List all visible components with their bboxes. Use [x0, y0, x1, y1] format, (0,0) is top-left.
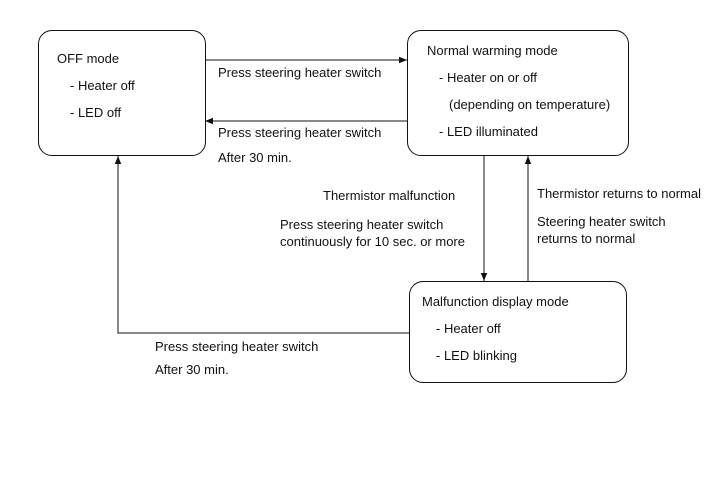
- label-normal-to-off-1: Press steering heater switch: [218, 125, 382, 140]
- label-malfunction-to-normal-1: Thermistor returns to normal: [537, 186, 701, 201]
- state-off-mode: OFF mode - Heater off - LED off: [38, 30, 206, 156]
- label-malfunction-to-normal-2: Steering heater switch: [537, 214, 666, 229]
- state-off-item: - LED off: [70, 105, 122, 120]
- label-off-to-normal: Press steering heater switch: [218, 65, 382, 80]
- label-normal-to-off-2: After 30 min.: [218, 150, 292, 165]
- state-malfunction-display-mode: Malfunction display mode - Heater off - …: [409, 281, 627, 383]
- state-malfunction-item: - Heater off: [436, 321, 501, 336]
- label-normal-to-malfunction-1: Thermistor malfunction: [323, 188, 456, 203]
- state-normal-item: (depending on temperature): [449, 97, 611, 112]
- label-malfunction-to-normal-3: returns to normal: [537, 231, 636, 246]
- state-normal-item: - Heater on or off: [439, 70, 538, 85]
- state-normal-item: - LED illuminated: [439, 124, 538, 139]
- state-normal-title: Normal warming mode: [427, 43, 558, 58]
- state-off-title: OFF mode: [57, 51, 120, 66]
- arrow-malfunction-to-off: [114, 156, 409, 334]
- state-malfunction-title: Malfunction display mode: [422, 294, 569, 309]
- label-normal-to-malfunction-2: Press steering heater switch: [280, 217, 444, 232]
- label-normal-to-malfunction-3: continuously for 10 sec. or more: [280, 234, 465, 249]
- label-malfunction-to-off-2: After 30 min.: [155, 362, 229, 377]
- state-malfunction-item: - LED blinking: [436, 348, 517, 363]
- state-normal-warming-mode: Normal warming mode - Heater on or off (…: [407, 30, 629, 156]
- label-malfunction-to-off-1: Press steering heater switch: [155, 339, 319, 354]
- state-off-item: - Heater off: [70, 78, 135, 93]
